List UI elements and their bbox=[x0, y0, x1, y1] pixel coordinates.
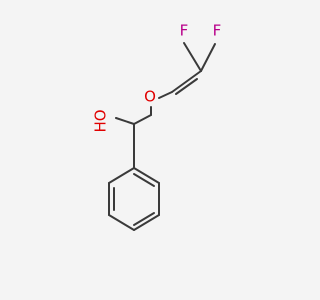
bond-c-oh bbox=[115, 117, 135, 125]
phenyl-bond-6 bbox=[108, 167, 135, 184]
bond-ch2-c bbox=[133, 114, 152, 125]
phenyl-bond-4 bbox=[108, 214, 135, 231]
phenyl-bond-1 bbox=[133, 167, 160, 184]
bond-cf2-ch-double-outer bbox=[171, 70, 202, 93]
phenyl-bond-3 bbox=[133, 214, 160, 231]
phenyl-double-2 bbox=[133, 212, 155, 226]
atom-hydroxyl-group: HO bbox=[92, 109, 110, 132]
atom-ether-oxygen: O bbox=[144, 88, 156, 106]
bond-f1-c bbox=[183, 42, 202, 72]
atom-fluorine-1: F bbox=[180, 22, 189, 40]
bond-ch-o bbox=[158, 91, 173, 99]
bond-cf2-ch-double-inner bbox=[175, 78, 198, 95]
molecule-diagram: F F O HO bbox=[92, 22, 222, 231]
phenyl-double-1 bbox=[133, 173, 155, 187]
bonds bbox=[108, 42, 216, 231]
atom-fluorine-2: F bbox=[213, 22, 222, 40]
bond-f2-c bbox=[200, 43, 216, 72]
structure-svg: F F O HO bbox=[92, 22, 222, 231]
